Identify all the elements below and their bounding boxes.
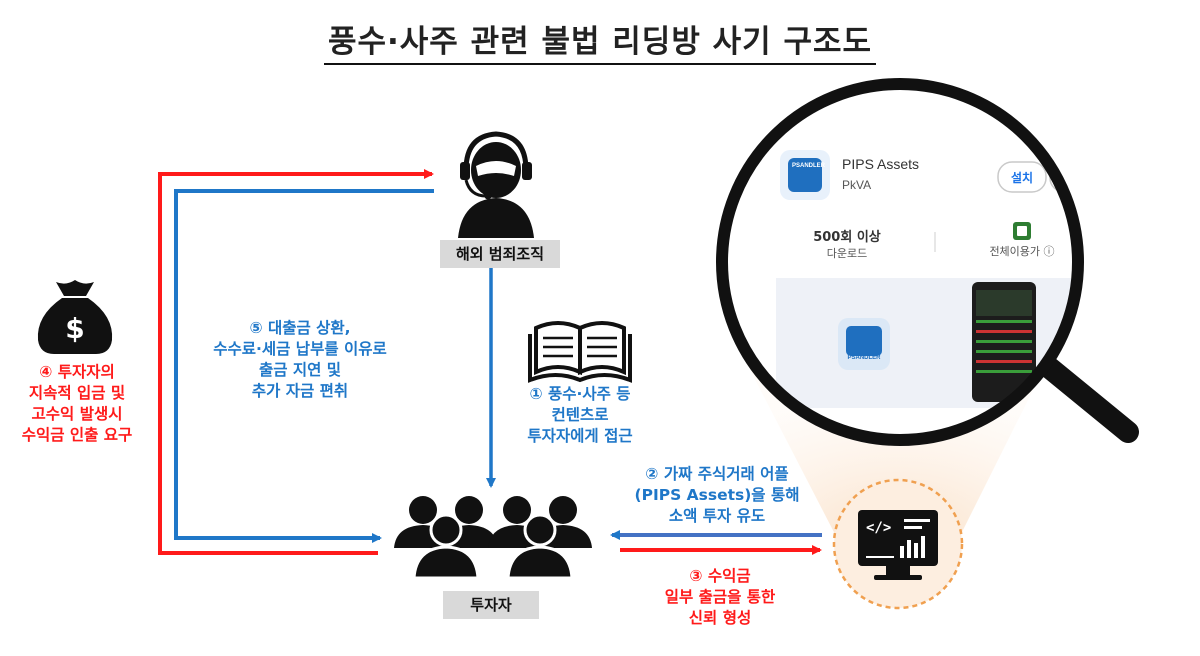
app-banner-logo-text: PSANDLER <box>847 355 881 361</box>
loop-arrow-blue <box>174 189 434 543</box>
loop-arrow-red <box>158 169 434 555</box>
step4-line: 수익금 인출 요구 <box>21 426 133 444</box>
step1-line: 투자자에게 접근 <box>527 427 633 445</box>
step4-line: 고수익 발생시 <box>31 405 123 423</box>
money-bag-dollar-icon: $ <box>37 280 113 354</box>
svg-text:</>: </> <box>866 520 891 536</box>
computer-code-chart-icon: </> <box>832 478 964 610</box>
step5-line: 추가 자금 편취 <box>251 382 349 400</box>
step5-line: 출금 지연 및 <box>258 361 342 379</box>
app-developer: PkVA <box>842 178 872 192</box>
node-investor: 투자자 <box>443 591 539 619</box>
step3-line: 신뢰 형성 <box>688 609 752 627</box>
step2-text: ② 가짜 주식거래 어플 (PIPS Assets)을 통해 소액 투자 유도 <box>612 464 822 527</box>
step2-line: ② 가짜 주식거래 어플 <box>645 465 789 483</box>
step3-line: 일부 출금을 통한 <box>664 588 776 606</box>
app-name: PIPS Assets <box>842 156 920 172</box>
install-button[interactable]: 설치 <box>1010 171 1034 185</box>
diagram-title: 풍수·사주 관련 불법 리딩방 사기 구조도 <box>0 16 1200 65</box>
svg-text:$: $ <box>65 312 84 345</box>
app-downloads-label: 다운로드 <box>826 247 868 260</box>
node-criminal-organization: 해외 범죄조직 <box>440 240 560 268</box>
hacker-headset-icon <box>458 131 534 238</box>
step4-text: ④ 투자자의 지속적 입금 및 고수익 발생시 수익금 인출 요구 <box>10 362 144 446</box>
step1-line: ① 풍수·사주 등 <box>529 385 631 403</box>
investors-group-icon <box>394 496 592 580</box>
step5-line: ⑤ 대출금 상환, <box>249 319 351 337</box>
step4-line: 지속적 입금 및 <box>28 384 126 402</box>
step4-line: ④ 투자자의 <box>39 363 115 381</box>
step3-line: ③ 수익금 <box>689 567 751 585</box>
step2-line: 소액 투자 유도 <box>668 507 766 525</box>
step3-text: ③ 수익금 일부 출금을 통한 신뢰 형성 <box>640 566 800 629</box>
app-rating-label: 전체이용가 ⓘ <box>989 245 1055 258</box>
magnifier-icon <box>716 78 1139 446</box>
step2-line: (PIPS Assets)을 통해 <box>634 486 800 504</box>
step5-line: 수수료·세금 납부를 이유로 <box>213 340 387 358</box>
app-logo-text: PSANDLER <box>792 163 826 169</box>
step1-text: ① 풍수·사주 등 컨텐츠로 투자자에게 접근 <box>505 384 655 447</box>
step5-text: ⑤ 대출금 상환, 수수료·세금 납부를 이유로 출금 지연 및 추가 자금 편… <box>190 318 410 402</box>
open-book-icon <box>528 321 632 383</box>
step1-line: 컨텐츠로 <box>551 406 609 424</box>
app-downloads-count: 500회 이상 <box>813 230 881 245</box>
